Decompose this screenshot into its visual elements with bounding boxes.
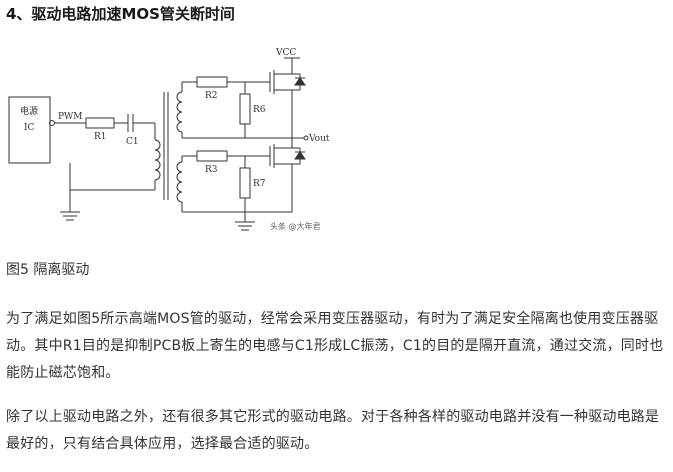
resistor-r6: [239, 93, 251, 125]
watermark: 头条 @大年君: [270, 221, 321, 231]
c1-label: C1: [126, 137, 139, 147]
transformer-secondary-lower: [176, 161, 183, 203]
transformer-primary: [154, 139, 161, 181]
ic-label-line1: 电源: [20, 105, 38, 117]
ic-label-line2: IC: [24, 123, 35, 133]
r3-label: R3: [205, 165, 218, 175]
vout-label: Vout: [308, 134, 330, 144]
r2-label: R2: [205, 91, 218, 101]
r6-label: R6: [253, 105, 266, 115]
power-ic-box: [8, 96, 51, 164]
r7-label: R7: [253, 179, 266, 189]
paragraph-other-drives: 除了以上驱动电路之外，还有很多其它形式的驱动电路。对于各种各样的驱动电路并没有一…: [6, 409, 660, 452]
pwm-label: PWM: [58, 112, 83, 122]
resistor-r7: [239, 167, 251, 199]
paragraph-transformer-drive: 为了满足如图5所示高端MOS管的驱动，经常会采用变压器驱动，有时为了满足安全隔离…: [6, 311, 664, 381]
section-heading: 4、驱动电路加速MOS管关断时间: [6, 5, 235, 23]
vcc-label: VCC: [275, 48, 296, 58]
resistor-r1: [85, 117, 115, 129]
resistor-r2: [196, 76, 228, 88]
figure-caption: 图5 隔离驱动: [6, 262, 90, 278]
resistor-r3: [196, 150, 228, 162]
transformer-secondary-upper: [176, 91, 183, 133]
r1-label: R1: [94, 132, 107, 142]
isolated-drive-circuit-diagram: 电源 IC PWM R1 C1 R2 R6 R3 R7 VCC Vout 头条 …: [8, 48, 330, 231]
